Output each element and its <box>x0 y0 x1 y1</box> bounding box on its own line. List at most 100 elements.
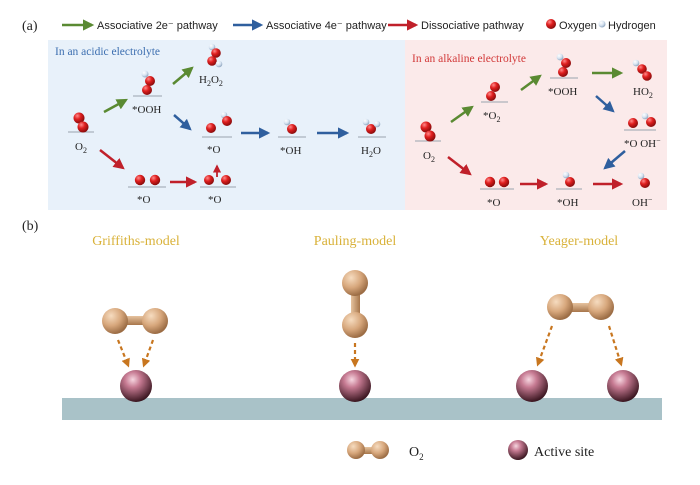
legend-active-site-label: Active site <box>534 445 594 460</box>
oxygen-atom <box>640 178 650 188</box>
legend: Associative 2e⁻ pathway Associative 4e⁻ … <box>62 19 656 32</box>
o2-atom <box>102 308 128 334</box>
oxygen-atom <box>134 174 146 186</box>
legend-oxygen-label: Oxygen <box>559 20 597 32</box>
o2-bond <box>351 285 360 323</box>
oxygen-atom <box>211 48 221 58</box>
acidic-red-arrow-1 <box>99 149 125 170</box>
acidic-o-top-label: *O <box>207 144 221 156</box>
hydrogen-atom <box>362 118 370 126</box>
acidic-h2o-label: H2O <box>361 145 381 159</box>
oxygen-atom <box>77 121 89 133</box>
alkaline-oh-minus-label: OH− <box>632 195 653 209</box>
dashed-arrow <box>607 325 624 367</box>
legend-hydrogen-label: Hydrogen <box>608 20 656 32</box>
o2-atom <box>547 294 573 320</box>
alkaline-green-arrow-2 <box>520 74 542 92</box>
legend-dissoc-label: Dissociative pathway <box>421 20 524 32</box>
legend-o2-atom <box>371 441 389 459</box>
active-site <box>339 370 371 402</box>
hydrogen-atom <box>632 59 640 67</box>
acidic-o-bot1-label: *O <box>137 194 151 206</box>
active-site <box>120 370 152 402</box>
alkaline-o-oh-label: *O OH− <box>624 136 661 150</box>
legend-hydrogen-dot <box>598 20 606 28</box>
alkaline-red-arrow-1 <box>447 156 472 176</box>
alkaline-ho2-label: HO2 <box>633 86 653 100</box>
hydrogen-atom <box>637 172 645 180</box>
panel-label-a: (a) <box>22 19 38 34</box>
acidic-green-arrow-1 <box>103 98 128 114</box>
oxygen-atom <box>207 56 217 66</box>
acidic-blue-arrow-1 <box>173 114 192 131</box>
acidic-o2-label: O2 <box>75 141 87 155</box>
alkaline-blue-arrow-2 <box>603 150 626 170</box>
hydrogen-atom <box>208 43 216 51</box>
hydrogen-atom <box>641 112 649 120</box>
oxygen-atom <box>628 118 638 128</box>
oxygen-atom <box>204 175 214 185</box>
alkaline-oh-bot-label: *OH <box>557 197 578 209</box>
oxygen-atom <box>420 121 432 133</box>
alkaline-o2-label: O2 <box>423 150 435 164</box>
acidic-h2o2-label: H2O2 <box>199 74 223 88</box>
oxygen-atom <box>486 91 496 101</box>
active-site <box>607 370 639 402</box>
alkaline-ooh-label: *OOH <box>548 86 577 98</box>
o2-atom <box>342 312 368 338</box>
oxygen-atom <box>484 176 496 188</box>
oxygen-atom <box>145 76 155 86</box>
legend-o2-atom <box>347 441 365 459</box>
alkaline-pathway: O2 *O2 *OOH HO2 *O OH− *O *OH <box>415 53 661 209</box>
hydrogen-atom <box>556 53 564 61</box>
adsorption-models: Griffiths-model Pauling-model Yeager-mod… <box>62 234 662 462</box>
legend-active-site <box>508 440 528 460</box>
oxygen-atom <box>222 116 232 126</box>
alkaline-panel <box>405 40 667 210</box>
oxygen-atom <box>565 177 575 187</box>
dashed-arrow <box>116 339 130 368</box>
oxygen-atom <box>558 67 568 77</box>
active-site <box>516 370 548 402</box>
oxygen-atom <box>206 123 216 133</box>
oxygen-atom <box>287 124 297 134</box>
alkaline-blue-arrow-1 <box>595 95 615 113</box>
legend-assoc4e-label: Associative 4e⁻ pathway <box>266 20 387 32</box>
alkaline-green-arrow-1 <box>450 105 474 124</box>
oxygen-atom <box>221 175 231 185</box>
o2-atom <box>588 294 614 320</box>
oxygen-atom <box>646 117 656 127</box>
legend-o2-bond <box>356 447 378 454</box>
alkaline-o2star-label: *O2 <box>483 110 500 124</box>
hydrogen-atom <box>373 120 381 128</box>
legend-oxygen-dot <box>546 19 556 29</box>
hydrogen-atom <box>215 60 223 68</box>
hydrogen-atom <box>141 70 149 78</box>
acidic-oh-label: *OH <box>280 145 301 157</box>
oxygen-atom <box>561 58 571 68</box>
oxygen-atom <box>498 176 510 188</box>
o2-atom <box>342 270 368 296</box>
hydrogen-atom <box>283 118 291 126</box>
griffiths-model-title: Griffiths-model <box>92 234 180 249</box>
oxygen-atom <box>366 124 376 134</box>
o2-bond <box>563 303 599 312</box>
oxygen-atom <box>142 85 152 95</box>
panel-label-b: (b) <box>22 219 39 234</box>
oxygen-atom <box>149 174 161 186</box>
acidic-title: In an acidic electrolyte <box>55 46 160 58</box>
alkaline-title: In an alkaline electrolyte <box>412 53 526 65</box>
oxygen-atom <box>424 130 436 142</box>
hydrogen-atom <box>562 171 570 179</box>
legend-o2-label: O2 <box>409 445 424 462</box>
acidic-o-bot2-label: *O <box>208 194 222 206</box>
legend-assoc2e-label: Associative 2e⁻ pathway <box>97 20 218 32</box>
acidic-ooh-label: *OOH <box>132 104 161 116</box>
o2-atom <box>142 308 168 334</box>
yeager-model-title: Yeager-model <box>540 234 618 249</box>
oxygen-atom <box>490 82 500 92</box>
acidic-green-arrow-2 <box>172 66 194 85</box>
oxygen-atom <box>73 112 85 124</box>
catalyst-surface <box>62 398 662 420</box>
